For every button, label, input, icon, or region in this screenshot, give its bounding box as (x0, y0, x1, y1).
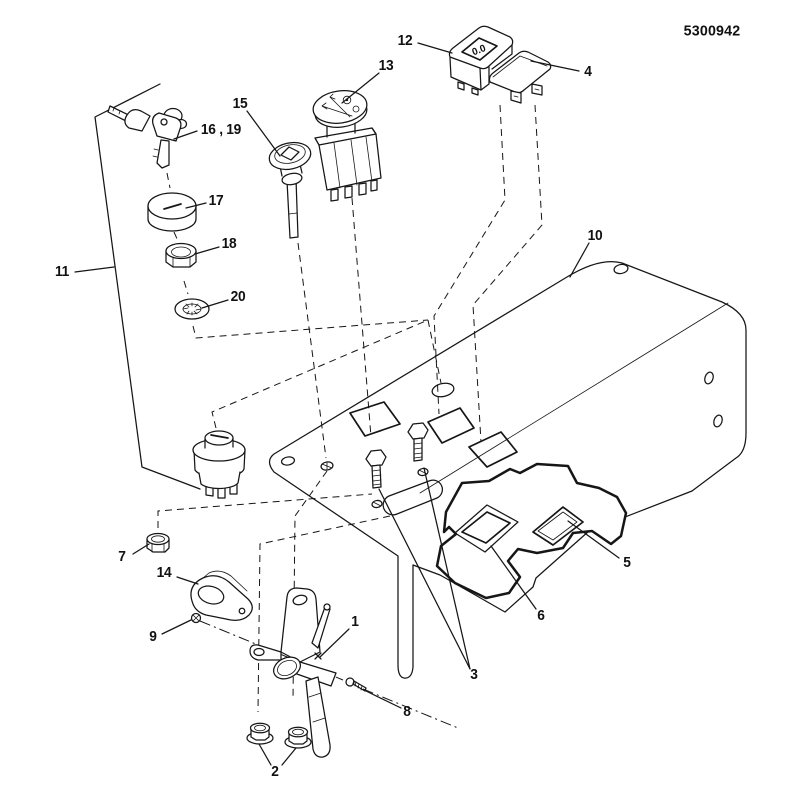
callout-4: 4 (584, 64, 592, 80)
flange-nuts-drawing (246, 722, 312, 749)
leader-lines (74, 42, 620, 766)
screw-holes (320, 461, 429, 509)
cap-drawing (147, 192, 197, 232)
callout-9: 9 (149, 629, 157, 645)
cutout-3 (468, 431, 518, 468)
hour-meter-value: 0.0 (471, 43, 488, 58)
keys-drawing (107, 105, 188, 169)
callout-11: 11 (55, 264, 69, 280)
callout-18: 18 (221, 236, 237, 252)
callout-16-19: 16 , 19 (200, 122, 242, 138)
lock-washer-drawing (174, 298, 210, 320)
toggle-switch-drawing (268, 141, 312, 239)
screw-9-drawing (190, 612, 202, 624)
diamond-symbol (280, 146, 300, 161)
decal-overlay-drawing (435, 462, 628, 600)
screw-8-drawing (345, 677, 367, 692)
cutout-2 (427, 407, 475, 444)
callout-7: 7 (118, 549, 126, 565)
callout-5: 5 (623, 555, 631, 571)
callout-12: 12 (397, 33, 413, 49)
callout-10: 10 (587, 228, 603, 244)
callout-2: 2 (271, 764, 279, 780)
hex-nut-18-drawing (165, 242, 197, 268)
callout-17: 17 (208, 193, 224, 209)
decal-window-left (454, 504, 519, 553)
ignition-switch-drawing (192, 430, 246, 499)
cutout-1 (349, 401, 401, 437)
control-bracket-drawing (249, 587, 337, 758)
pto-knob-symbols (321, 93, 360, 118)
callout-3: 3 (470, 667, 478, 683)
drawing-part-number: 5300942 (683, 22, 741, 40)
lever-knob-drawing (190, 570, 253, 621)
callout-13: 13 (378, 58, 394, 74)
decal-window-right (532, 506, 584, 546)
hex-nut-7-drawing (146, 532, 170, 553)
callout-1: 1 (351, 614, 359, 630)
callout-15: 15 (232, 96, 248, 112)
group-bracket-11 (94, 83, 201, 490)
callout-8: 8 (403, 704, 411, 720)
callout-14: 14 (156, 565, 172, 581)
callout-20: 20 (230, 289, 246, 305)
callout-6: 6 (537, 608, 545, 624)
hour-meter-drawing: 0.0 (448, 25, 514, 96)
bolts-drawing (365, 422, 429, 489)
pto-switch-drawing (312, 90, 382, 202)
blank-plate-drawing (488, 50, 552, 104)
key-switch-hole (431, 382, 455, 398)
